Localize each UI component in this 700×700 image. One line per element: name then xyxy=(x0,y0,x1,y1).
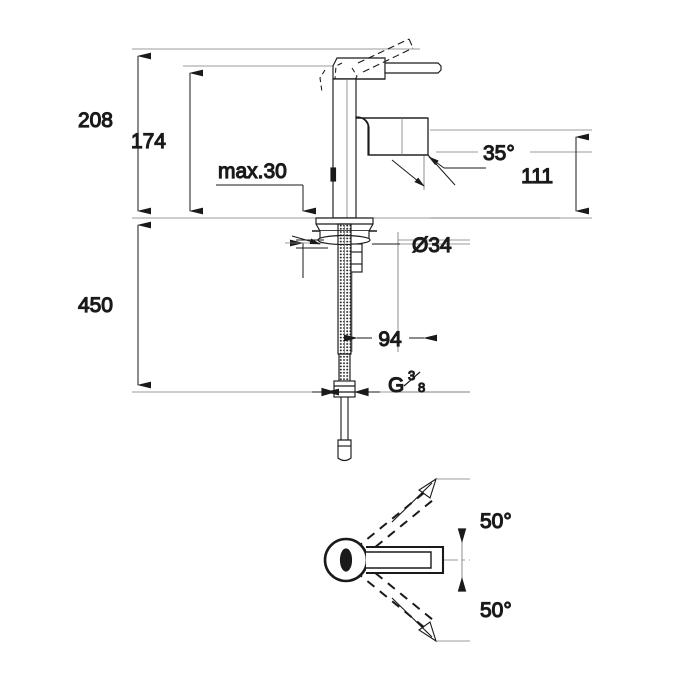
hose-tube xyxy=(340,397,349,440)
plan-spout xyxy=(366,545,445,575)
label-max30: max.30 xyxy=(218,160,287,183)
handle-arm xyxy=(384,62,442,74)
hose-end-fitting xyxy=(337,439,352,462)
dimension-174: 174 xyxy=(130,69,203,215)
plan-arc-arrows xyxy=(457,528,467,592)
label-thread-denominator: 8 xyxy=(418,380,425,395)
plan-spout-inner xyxy=(366,551,432,569)
spout-body xyxy=(355,116,429,156)
dimension-94: 94 xyxy=(344,327,437,352)
dimension-208: 208 xyxy=(77,52,151,215)
dimension-max30: max.30 xyxy=(216,159,330,278)
label-111: 111 xyxy=(521,165,553,188)
label-swivel-upper: 50° xyxy=(480,510,512,533)
faucet-column xyxy=(332,78,357,219)
mounting-nut xyxy=(350,243,363,273)
plan-handle-slot xyxy=(339,548,353,572)
label-thread-numerator: 3 xyxy=(408,368,415,383)
hose-coupler xyxy=(333,380,356,398)
angle-leaders xyxy=(391,477,437,643)
label-35deg: 35° xyxy=(483,142,515,165)
label-450: 450 xyxy=(78,294,113,317)
plan-view: 50° 50° xyxy=(323,477,512,643)
label-208: 208 xyxy=(78,109,113,132)
label-d34: Ø34 xyxy=(412,234,452,257)
dimension-thread-g38: G 3 8 xyxy=(312,367,470,398)
handle-body xyxy=(332,57,386,80)
elevation-view: 208 174 max.30 xyxy=(77,38,592,462)
label-thread-g: G xyxy=(388,374,404,397)
column-tick xyxy=(330,167,337,182)
dimension-d34: Ø34 xyxy=(291,233,470,258)
label-174: 174 xyxy=(131,130,166,153)
dimension-111: 111 xyxy=(521,133,589,215)
handle-raised-ghost xyxy=(357,38,414,73)
label-swivel-lower: 50° xyxy=(480,599,512,622)
faucet-elevation xyxy=(312,38,442,462)
label-94: 94 xyxy=(378,328,402,351)
dimension-450: 450 xyxy=(77,221,151,389)
dimension-35deg: 35° xyxy=(391,141,592,187)
